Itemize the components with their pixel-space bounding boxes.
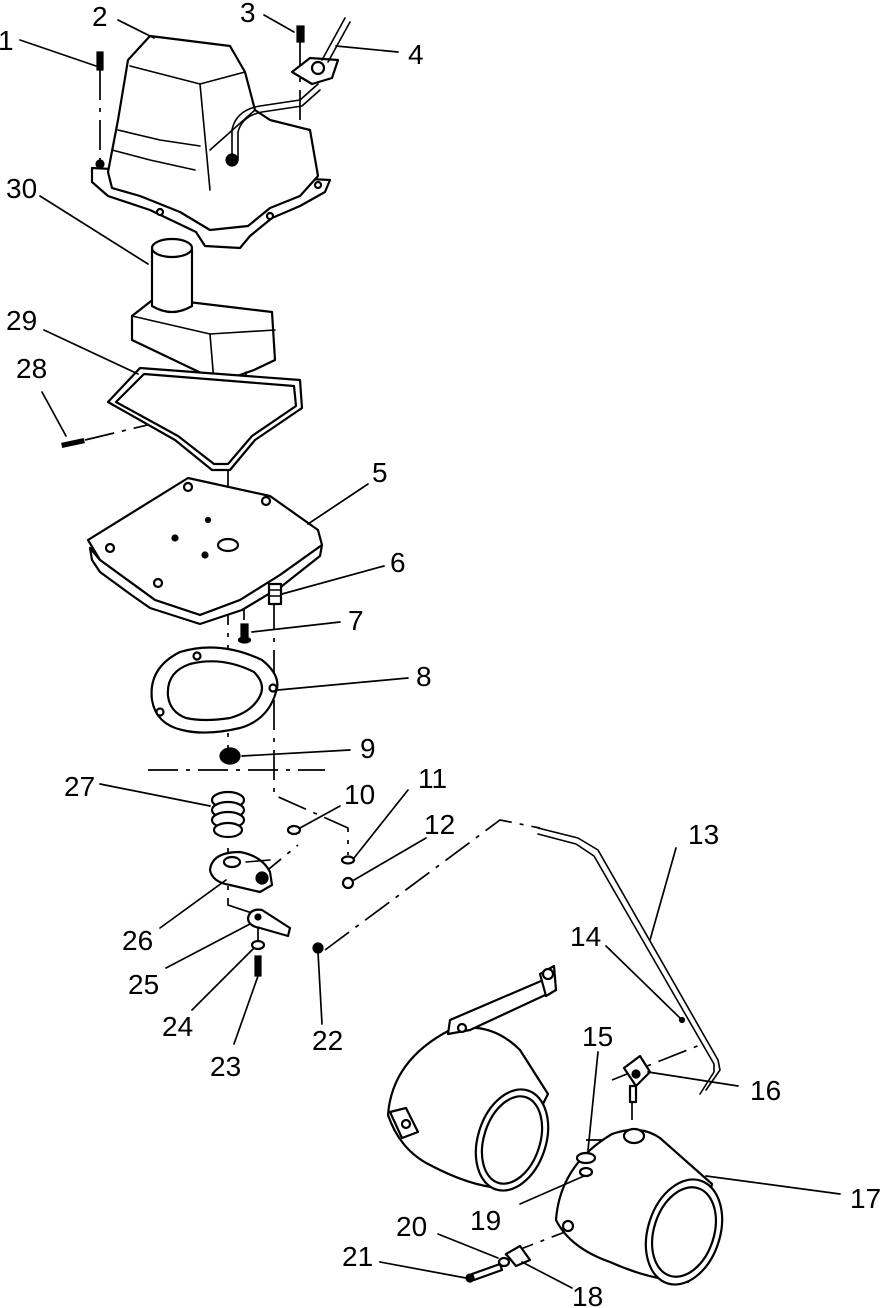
part-cam: [208, 850, 274, 894]
callout-21: 21: [342, 1241, 373, 1272]
part-link-stud: [622, 1054, 652, 1104]
callout-4: 4: [408, 39, 424, 70]
callout-26: 26: [122, 925, 153, 956]
part-left-housing: [386, 964, 558, 1192]
part-washers: [575, 1151, 597, 1178]
part-lever-arm: [246, 908, 292, 938]
callout-1: 1: [0, 25, 14, 56]
callout-2: 2: [92, 1, 108, 32]
callout-8: 8: [416, 661, 432, 692]
part-bolt-stack: [465, 1244, 532, 1283]
leader-lines: [19, 14, 841, 1289]
callout-25: 25: [128, 969, 159, 1000]
part-vent-tube: [225, 17, 351, 167]
callout-13: 13: [688, 819, 719, 850]
callout-17: 17: [850, 1183, 881, 1214]
callout-20: 20: [396, 1211, 427, 1242]
callout-27: 27: [64, 771, 95, 802]
callout-14: 14: [570, 921, 601, 952]
callout-3: 3: [240, 0, 256, 28]
callout-19: 19: [470, 1205, 501, 1236]
part-small-hardware: [286, 824, 356, 890]
callout-10: 10: [344, 779, 375, 810]
part-throttle-rod: [537, 827, 721, 1095]
part-pin: [61, 438, 85, 448]
callout-29: 29: [6, 305, 37, 336]
callout-23: 23: [210, 1051, 241, 1082]
callout-11: 11: [418, 763, 447, 794]
callout-15: 15: [582, 1021, 613, 1052]
callout-12: 12: [424, 809, 455, 840]
part-spring-small: [267, 582, 283, 606]
part-diaphragm: [150, 646, 279, 734]
part-nut-9: [219, 747, 241, 765]
part-float-block: [130, 237, 277, 411]
callout-28: 28: [16, 353, 47, 384]
part-lower-hardware: [250, 939, 324, 977]
part-gasket: [106, 366, 304, 472]
callout-16: 16: [750, 1075, 781, 1106]
part-base-plate: [86, 476, 324, 626]
callout-22: 22: [312, 1025, 343, 1056]
callout-5: 5: [372, 457, 388, 488]
callout-6: 6: [390, 547, 406, 578]
part-cover: [90, 34, 332, 250]
part-screw-7: [237, 623, 252, 644]
part-screws-top: [96, 25, 305, 71]
callout-9: 9: [360, 733, 376, 764]
callout-30: 30: [6, 173, 37, 204]
callout-18: 18: [572, 1281, 603, 1308]
part-right-housing: [554, 1127, 724, 1286]
callout-24: 24: [162, 1011, 193, 1042]
callout-7: 7: [348, 605, 364, 636]
part-spring-large: [210, 790, 246, 839]
